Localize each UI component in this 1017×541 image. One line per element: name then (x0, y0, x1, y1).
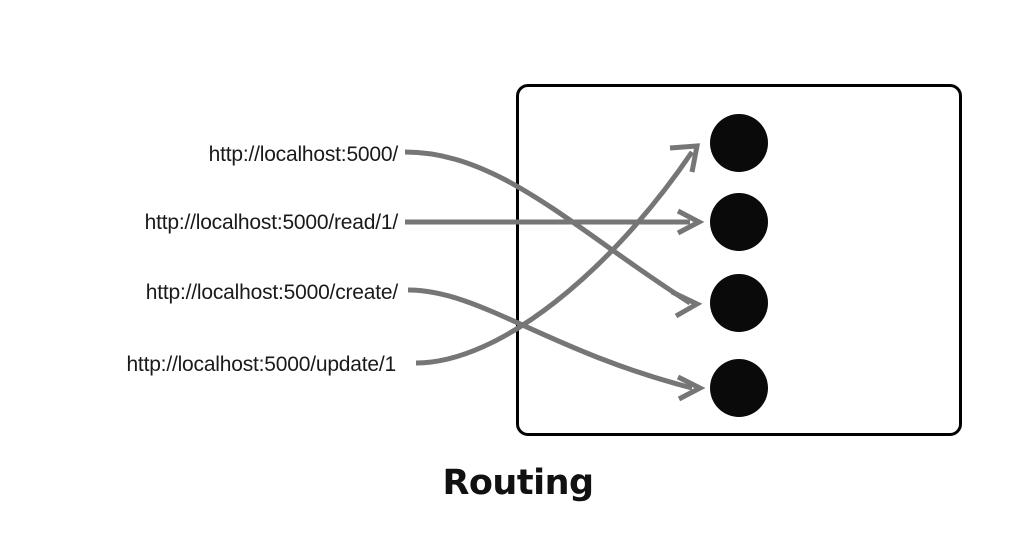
endpoint-node-3 (710, 274, 768, 332)
endpoint-node-1 (710, 114, 768, 172)
request-url-update: http://localhost:5000/update/1 (126, 353, 396, 376)
endpoint-node-2 (710, 193, 768, 251)
endpoint-node-4 (710, 359, 768, 417)
request-url-read: http://localhost:5000/read/1/ (144, 211, 399, 234)
diagram-title: Routing (442, 463, 594, 503)
request-url-root: http://localhost:5000/ (208, 143, 399, 166)
request-url-create: http://localhost:5000/create/ (145, 281, 398, 304)
